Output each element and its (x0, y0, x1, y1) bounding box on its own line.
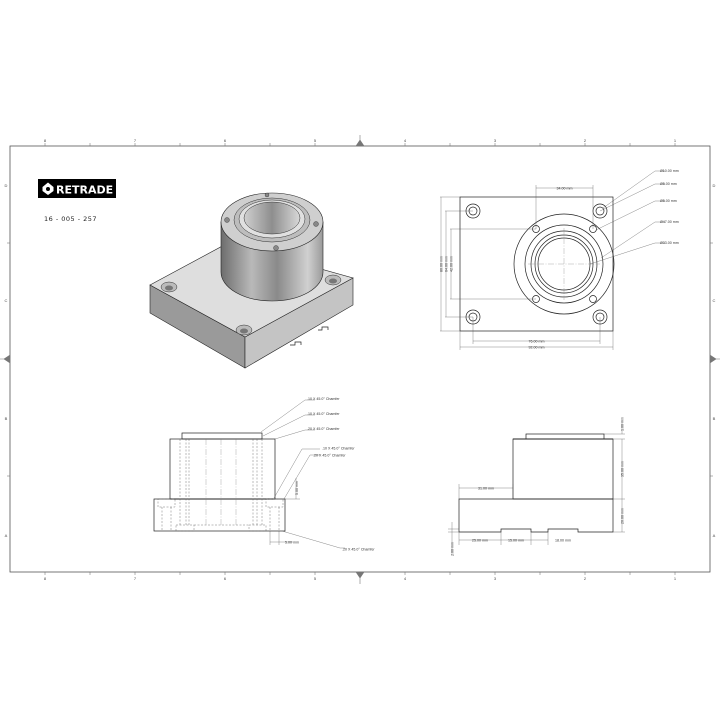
col-label: 3 (494, 138, 497, 143)
callout-d5b: Ø5.00 mm (660, 199, 677, 203)
top-view: 34.00 mm 80.00 mm 64.00 mm 42.00 mm 76.0… (440, 169, 679, 350)
dim-5-width: 5.00 mm (285, 540, 299, 544)
dim-42: 42.00 mm (450, 256, 454, 272)
logo-text: RETRADE (56, 184, 113, 197)
col-label: 2 (584, 576, 587, 581)
row-label: C (5, 298, 8, 303)
dim-35: 35.00 mm (621, 461, 625, 477)
col-label: 5 (314, 576, 317, 581)
col-label: 3 (494, 576, 497, 581)
row-label: A (713, 533, 716, 538)
dim-1: 1.00 mm (621, 417, 625, 431)
sheet-frame: 8 7 6 5 4 3 2 1 8 7 6 5 4 3 2 1 D C B A … (0, 135, 720, 584)
retrade-logo: RETRADE (38, 179, 116, 198)
callout-d10: Ø10.00 mm (660, 169, 679, 173)
dim-15: 15.00 mm (508, 538, 524, 542)
dim-92: 92.00 mm (529, 345, 545, 349)
chamfer-bottom: .20 X 45.0° Chamfer (342, 548, 375, 552)
col-label: 8 (44, 576, 47, 581)
dim-76: 76.00 mm (529, 339, 545, 343)
center-mark-top (355, 135, 365, 147)
chamfer-2: .10 X 45.0° Chamfer (307, 412, 340, 416)
callout-d5: Ø5.00 mm (660, 182, 677, 186)
chamfer-5: .20 X 45.0° Chamfer (313, 454, 346, 458)
row-label: A (5, 533, 8, 538)
row-label: D (713, 183, 716, 188)
col-label: 4 (404, 138, 407, 143)
row-label: D (5, 183, 8, 188)
dim-2: 2.00 mm (451, 542, 455, 556)
dim-20: 20.00 mm (621, 508, 625, 524)
isometric-view (149, 192, 354, 369)
chamfer-4: .10 X 45.0° Chamfer (322, 447, 355, 451)
col-label: 6 (224, 138, 227, 143)
dim-5-height: 5.00 mm (295, 481, 299, 495)
col-label: 7 (134, 576, 137, 581)
front-view: .10 X 45.0° Chamfer .10 X 45.0° Chamfer … (153, 397, 375, 552)
col-label: 5 (314, 138, 317, 143)
col-label: 8 (44, 138, 47, 143)
callout-d47: Ø47.00 mm (660, 220, 679, 224)
side-view: 1.00 mm 35.00 mm 20.00 mm 31.00 mm 25.00… (448, 417, 625, 556)
row-label: B (5, 416, 8, 421)
callout-d33: Ø33.00 mm (660, 241, 679, 245)
col-label: 2 (584, 138, 587, 143)
dim-80: 80.00 mm (440, 256, 444, 272)
chamfer-1: .10 X 45.0° Chamfer (307, 397, 340, 401)
dim-18: 18.00 mm (555, 538, 571, 542)
col-label: 6 (224, 576, 227, 581)
center-mark-bottom (355, 571, 365, 584)
center-mark-left (0, 354, 11, 364)
col-label: 1 (674, 576, 677, 581)
col-label: 7 (134, 138, 137, 143)
part-number: 16 - 005 - 257 (44, 215, 97, 223)
center-mark-right (709, 354, 720, 364)
col-label: 4 (404, 576, 407, 581)
dim-25: 25.00 mm (472, 538, 488, 542)
dim-34: 34.00 mm (557, 187, 573, 191)
dim-31: 31.00 mm (478, 486, 494, 490)
dim-64: 64.00 mm (445, 256, 449, 272)
row-label: B (713, 416, 716, 421)
row-label: C (713, 298, 716, 303)
col-label: 1 (674, 138, 677, 143)
chamfer-3: .20 X 45.0° Chamfer (307, 427, 340, 431)
